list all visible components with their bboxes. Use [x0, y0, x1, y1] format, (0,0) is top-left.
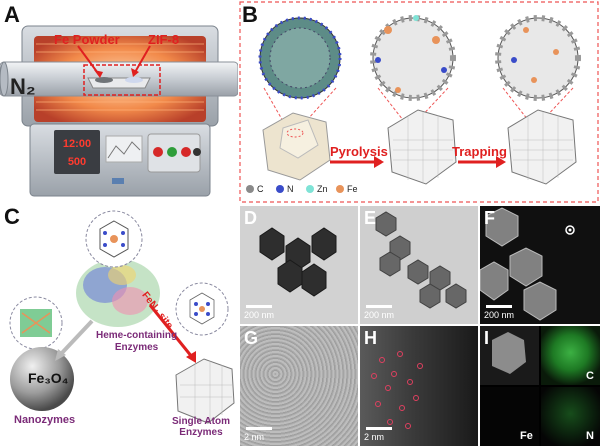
- legend-item-fe: Fe: [336, 184, 358, 194]
- tem-d-letter: D: [244, 208, 257, 228]
- legend-label-n: N: [287, 184, 294, 194]
- legend-item-c: C: [246, 184, 264, 194]
- tem-i-letter: I: [484, 328, 490, 348]
- atom-legend: C N Zn Fe: [246, 184, 386, 198]
- eds-map-i: I C Fe N: [480, 326, 600, 446]
- scale-bar-f: [486, 305, 512, 308]
- tem-image-e: E 200 nm: [360, 206, 478, 324]
- fe3o4-label: Fe₃O₄: [28, 370, 69, 386]
- scale-bar-g: [246, 427, 272, 430]
- zif8-cage-sphere: [258, 16, 342, 100]
- controller-display-2: 500: [68, 156, 86, 168]
- scale-bar-d: [246, 305, 272, 308]
- legend-dot-n: [276, 185, 284, 193]
- panel-b-letter: B: [242, 2, 258, 27]
- scale-text-f: 200 nm: [484, 310, 515, 320]
- controller-display-1: 12:00: [63, 138, 91, 150]
- tube-furnace-illustration: 12:00 500: [0, 25, 238, 197]
- eds-map-fe: [480, 387, 539, 446]
- tem-image-h: H 2 nm: [360, 326, 478, 446]
- scale-text-h: 2 nm: [364, 432, 385, 442]
- eds-c-label: C: [586, 370, 594, 382]
- nanozymes-label: Nanozymes: [14, 414, 76, 426]
- eds-map-c: [541, 326, 600, 385]
- single-atom-enzymes-label: Single Atom Enzymes: [172, 416, 230, 438]
- legend-dot-zn: [306, 185, 314, 193]
- gas-label: N₂: [10, 74, 36, 99]
- legend-dot-c: [246, 185, 254, 193]
- heme-enzymes-label: Heme-containing Enzymes: [96, 330, 178, 353]
- legend-item-n: N: [276, 184, 294, 194]
- eds-n-label: N: [586, 430, 594, 442]
- carbonized-crystal: [387, 109, 457, 185]
- pyrolysis-label: Pyrolysis: [330, 144, 388, 159]
- zif8-crystal: [262, 112, 331, 181]
- trapping-label: Trapping: [452, 144, 507, 159]
- panel-a-letter: A: [4, 2, 20, 27]
- legend-item-zn: Zn: [306, 184, 328, 194]
- legend-label-c: C: [257, 184, 264, 194]
- pyrolysis-trapping-scheme: [239, 1, 599, 203]
- trapped-crystal: [507, 109, 577, 185]
- panel-c-letter: C: [4, 204, 20, 229]
- scale-text-d: 200 nm: [244, 310, 275, 320]
- tem-e-letter: E: [364, 208, 377, 228]
- legend-label-fe: Fe: [347, 184, 358, 194]
- eds-fe-label: Fe: [520, 430, 533, 442]
- tem-f-letter: F: [484, 208, 495, 228]
- fe-doped-cage-sphere: [370, 15, 456, 101]
- heme-protein: [76, 259, 160, 327]
- scale-text-g: 2 nm: [244, 432, 265, 442]
- tem-image-d: D 200 nm: [240, 206, 358, 324]
- fe-powder-label: Fe Powder: [54, 32, 120, 47]
- scale-text-e: 200 nm: [364, 310, 395, 320]
- tem-image-f: F 200 nm: [480, 206, 600, 324]
- tem-h-letter: H: [364, 328, 377, 348]
- zif8-label: ZIF-8: [148, 32, 180, 47]
- eds-map-n: [541, 387, 600, 446]
- eds-haadf: [480, 326, 539, 385]
- trapped-cage-sphere: [495, 15, 581, 101]
- tem-image-g: G 2 nm: [240, 326, 358, 446]
- scale-bar-h: [366, 427, 392, 430]
- legend-label-zn: Zn: [317, 184, 328, 194]
- scale-bar-e: [366, 305, 392, 308]
- enzyme-comparison-scheme: [9, 210, 235, 424]
- legend-dot-fe: [336, 185, 344, 193]
- tem-g-letter: G: [244, 328, 259, 348]
